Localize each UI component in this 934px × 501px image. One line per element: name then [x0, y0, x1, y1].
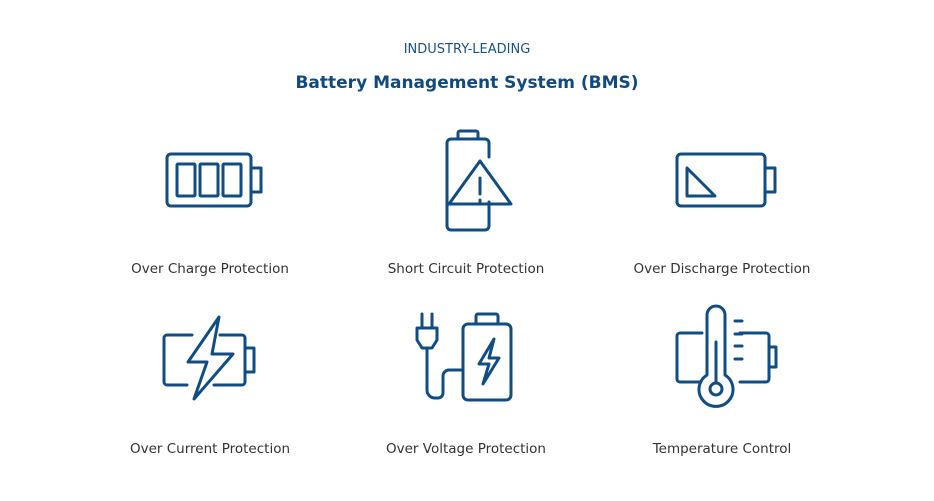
feature-label: Short Circuit Protection	[387, 261, 545, 277]
thermometer-battery-icon	[675, 304, 778, 408]
feature-temperature-control: Temperature Control	[602, 300, 842, 470]
feature-over-charge: Over Charge Protection	[90, 120, 330, 290]
battery-warning-icon	[445, 129, 513, 232]
feature-label: Temperature Control	[652, 441, 792, 457]
feature-label: Over Discharge Protection	[633, 261, 811, 277]
feature-label: Over Voltage Protection	[386, 441, 546, 457]
page-title: Battery Management System (BMS)	[295, 73, 639, 93]
low-battery-icon	[675, 152, 777, 208]
feature-over-discharge: Over Discharge Protection	[602, 120, 842, 290]
feature-short-circuit: Short Circuit Protection	[346, 120, 586, 290]
feature-label: Over Charge Protection	[131, 261, 289, 277]
eyebrow-text: INDUSTRY-LEADING	[403, 42, 531, 57]
feature-over-voltage: Over Voltage Protection	[346, 300, 586, 470]
plug-battery-icon	[415, 312, 513, 402]
feature-over-current: Over Current Protection	[90, 300, 330, 470]
battery-lightning-icon	[162, 315, 256, 401]
feature-label: Over Current Protection	[129, 441, 291, 457]
full-battery-icon	[165, 152, 263, 208]
